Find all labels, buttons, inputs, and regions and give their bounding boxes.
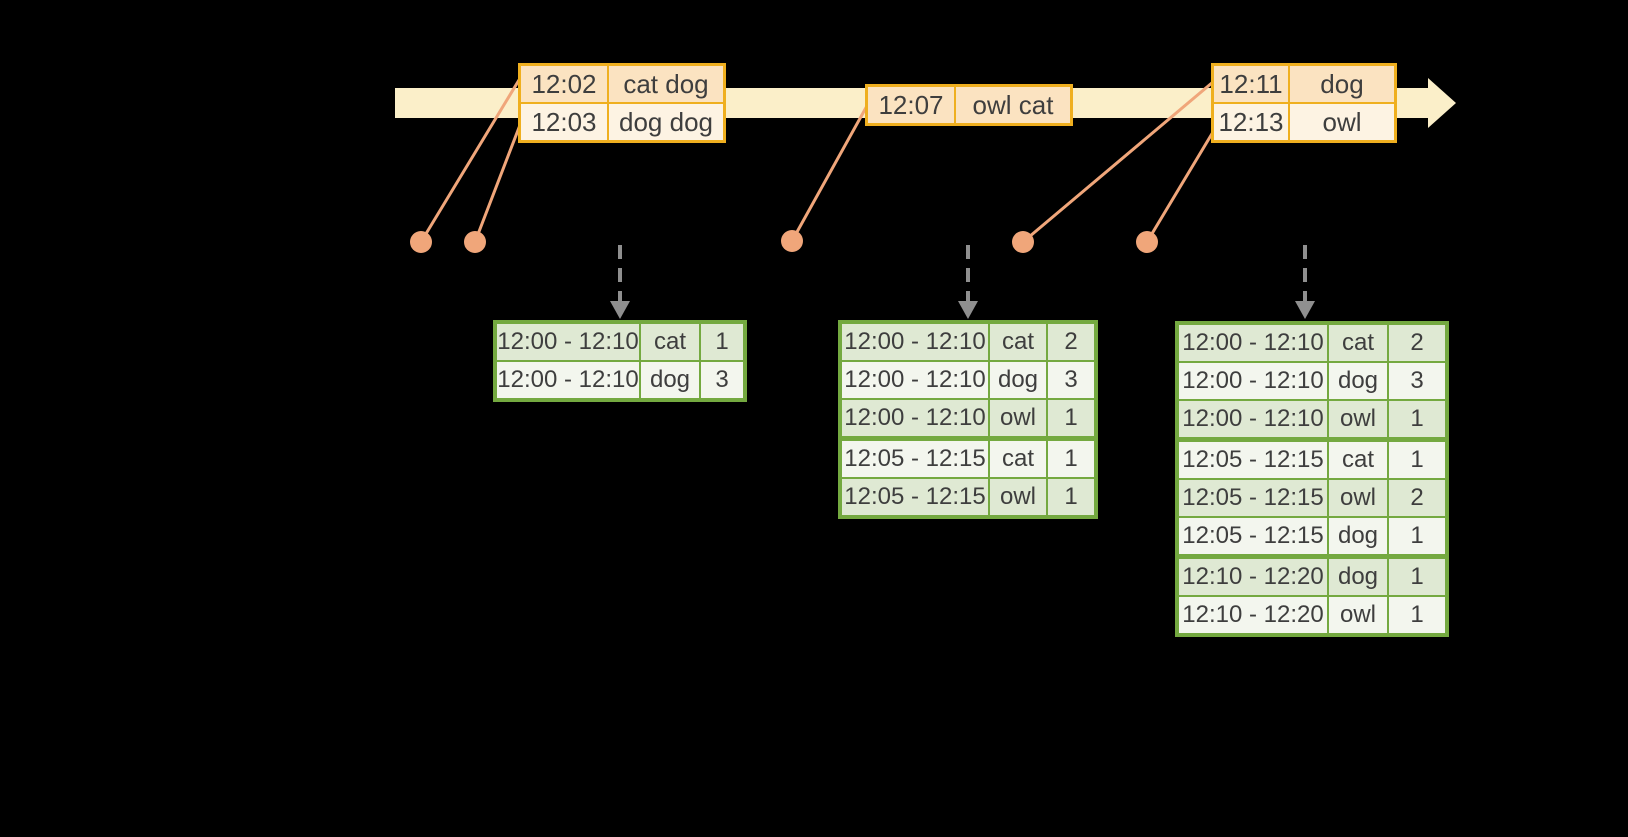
result-word-cell: owl [1329, 401, 1387, 437]
event-connector-line [1021, 80, 1215, 244]
result-word-cell: owl [1329, 480, 1387, 516]
event-time-cell: 12:11 [1214, 66, 1288, 102]
result-count-cell: 2 [1048, 324, 1094, 360]
result-window-cell: 12:00 - 12:10 [842, 324, 988, 360]
result-word-cell: owl [1329, 597, 1387, 633]
result-count-cell: 1 [1389, 518, 1445, 554]
result-window-cell: 12:00 - 12:10 [1179, 401, 1327, 437]
event-time-cell: 12:02 [521, 66, 607, 102]
result-window-cell: 12:05 - 12:15 [842, 479, 988, 515]
result-window-cell: 12:05 - 12:15 [1179, 442, 1327, 478]
event-dots [410, 230, 1158, 253]
event-dot [410, 231, 432, 253]
result-window-cell: 12:10 - 12:20 [1179, 597, 1327, 633]
result-count-cell: 1 [701, 324, 743, 360]
result-count-cell: 2 [1389, 325, 1445, 361]
result-word-cell: dog [641, 362, 699, 398]
result-window-cell: 12:00 - 12:10 [497, 324, 639, 360]
result-word-cell: cat [990, 441, 1046, 477]
result-count-cell: 1 [1389, 401, 1445, 437]
event-dot [781, 230, 803, 252]
trigger-arrows [610, 245, 1315, 319]
result-count-cell: 1 [1389, 597, 1445, 633]
event-words-cell: dog dog [609, 104, 723, 140]
event-time-cell: 12:07 [868, 87, 954, 123]
event-connector-line [1145, 125, 1218, 244]
result-count-cell: 1 [1389, 442, 1445, 478]
result-count-cell: 1 [1048, 441, 1094, 477]
event-time-cell: 12:13 [1214, 104, 1288, 140]
event-connectors [419, 78, 1218, 244]
result-word-cell: dog [1329, 518, 1387, 554]
result-window-cell: 12:05 - 12:15 [1179, 518, 1327, 554]
event-words-cell: cat dog [609, 66, 723, 102]
result-word-cell: cat [1329, 325, 1387, 361]
result-word-cell: dog [1329, 559, 1387, 595]
event-time-cell: 12:03 [521, 104, 607, 140]
event-dot [464, 231, 486, 253]
result-word-cell: cat [990, 324, 1046, 360]
result-word-cell: owl [990, 479, 1046, 515]
result-word-cell: owl [990, 400, 1046, 436]
trigger-arrow [610, 245, 630, 319]
timeline-arrowhead [1428, 78, 1456, 128]
result-window-cell: 12:00 - 12:10 [1179, 325, 1327, 361]
event-connector-line [473, 123, 522, 244]
result-window-cell: 12:05 - 12:15 [842, 441, 988, 477]
result-window-cell: 12:10 - 12:20 [1179, 559, 1327, 595]
result-window-cell: 12:00 - 12:10 [842, 400, 988, 436]
result-count-cell: 3 [1048, 362, 1094, 398]
event-words-cell: dog [1290, 66, 1394, 102]
result-window-cell: 12:00 - 12:10 [1179, 363, 1327, 399]
result-count-cell: 2 [1389, 480, 1445, 516]
event-connector-line [790, 102, 870, 243]
result-count-cell: 1 [1048, 400, 1094, 436]
event-words-cell: owl cat [956, 87, 1070, 123]
result-word-cell: dog [990, 362, 1046, 398]
event-dot [1136, 231, 1158, 253]
result-word-cell: cat [641, 324, 699, 360]
result-count-cell: 3 [1389, 363, 1445, 399]
result-count-cell: 1 [1389, 559, 1445, 595]
result-count-cell: 1 [1048, 479, 1094, 515]
result-count-cell: 3 [701, 362, 743, 398]
event-dot [1012, 231, 1034, 253]
result-window-cell: 12:00 - 12:10 [497, 362, 639, 398]
trigger-arrow [1295, 245, 1315, 319]
result-window-cell: 12:00 - 12:10 [842, 362, 988, 398]
event-connector-line [419, 78, 521, 244]
result-word-cell: dog [1329, 363, 1387, 399]
result-window-cell: 12:05 - 12:15 [1179, 480, 1327, 516]
trigger-arrow [958, 245, 978, 319]
result-word-cell: cat [1329, 442, 1387, 478]
event-words-cell: owl [1290, 104, 1394, 140]
